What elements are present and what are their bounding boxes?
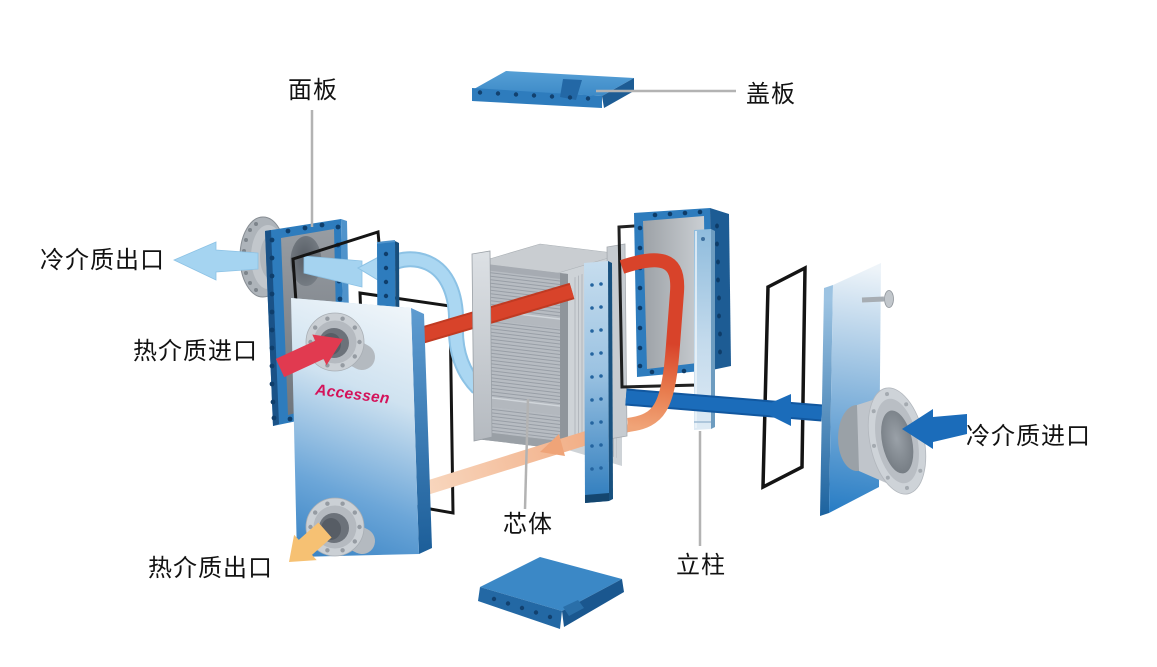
label-core: 芯体 xyxy=(503,511,553,538)
core-end-plate-left xyxy=(471,250,493,442)
hot-outlet-arrow xyxy=(289,522,332,562)
leader-lines xyxy=(310,89,736,546)
label-cover-plate: 盖板 xyxy=(746,81,796,108)
label-cold-outlet: 冷介质出口 xyxy=(40,247,165,274)
stud-bolt xyxy=(861,290,894,308)
hot-flow-pipe-arch xyxy=(619,253,685,432)
label-panel: 面板 xyxy=(288,77,338,104)
rear-pressure-plate xyxy=(820,263,927,516)
front-pressure-plate: Accessen xyxy=(275,298,432,562)
corner-column-rear-right xyxy=(694,229,715,430)
label-hot-outlet: 热介质出口 xyxy=(148,555,273,582)
cold-outlet-arrow xyxy=(173,241,259,281)
label-column: 立柱 xyxy=(676,552,726,579)
bottom-plate xyxy=(478,557,624,629)
cold-inlet-mid-arrowhead xyxy=(757,394,791,426)
cold-inlet-nozzle xyxy=(838,387,927,495)
cover-plate-bolts xyxy=(477,90,591,101)
label-cold-inlet: 冷介质进口 xyxy=(966,423,1091,450)
hot-inlet-arrow xyxy=(275,334,343,378)
label-hot-inlet: 热介质进口 xyxy=(133,338,258,365)
bottom-plate-bolts xyxy=(491,596,553,620)
corner-column-front-right xyxy=(584,261,613,503)
hot-return-arrowhead xyxy=(540,434,565,456)
cold-inlet-arrow xyxy=(902,409,967,449)
cold-outlet-beam xyxy=(303,255,363,288)
cover-plate xyxy=(472,71,634,108)
leader-core xyxy=(523,398,530,510)
hot-flow-pipe-front xyxy=(413,282,575,346)
gasket-outline-right xyxy=(761,265,807,490)
